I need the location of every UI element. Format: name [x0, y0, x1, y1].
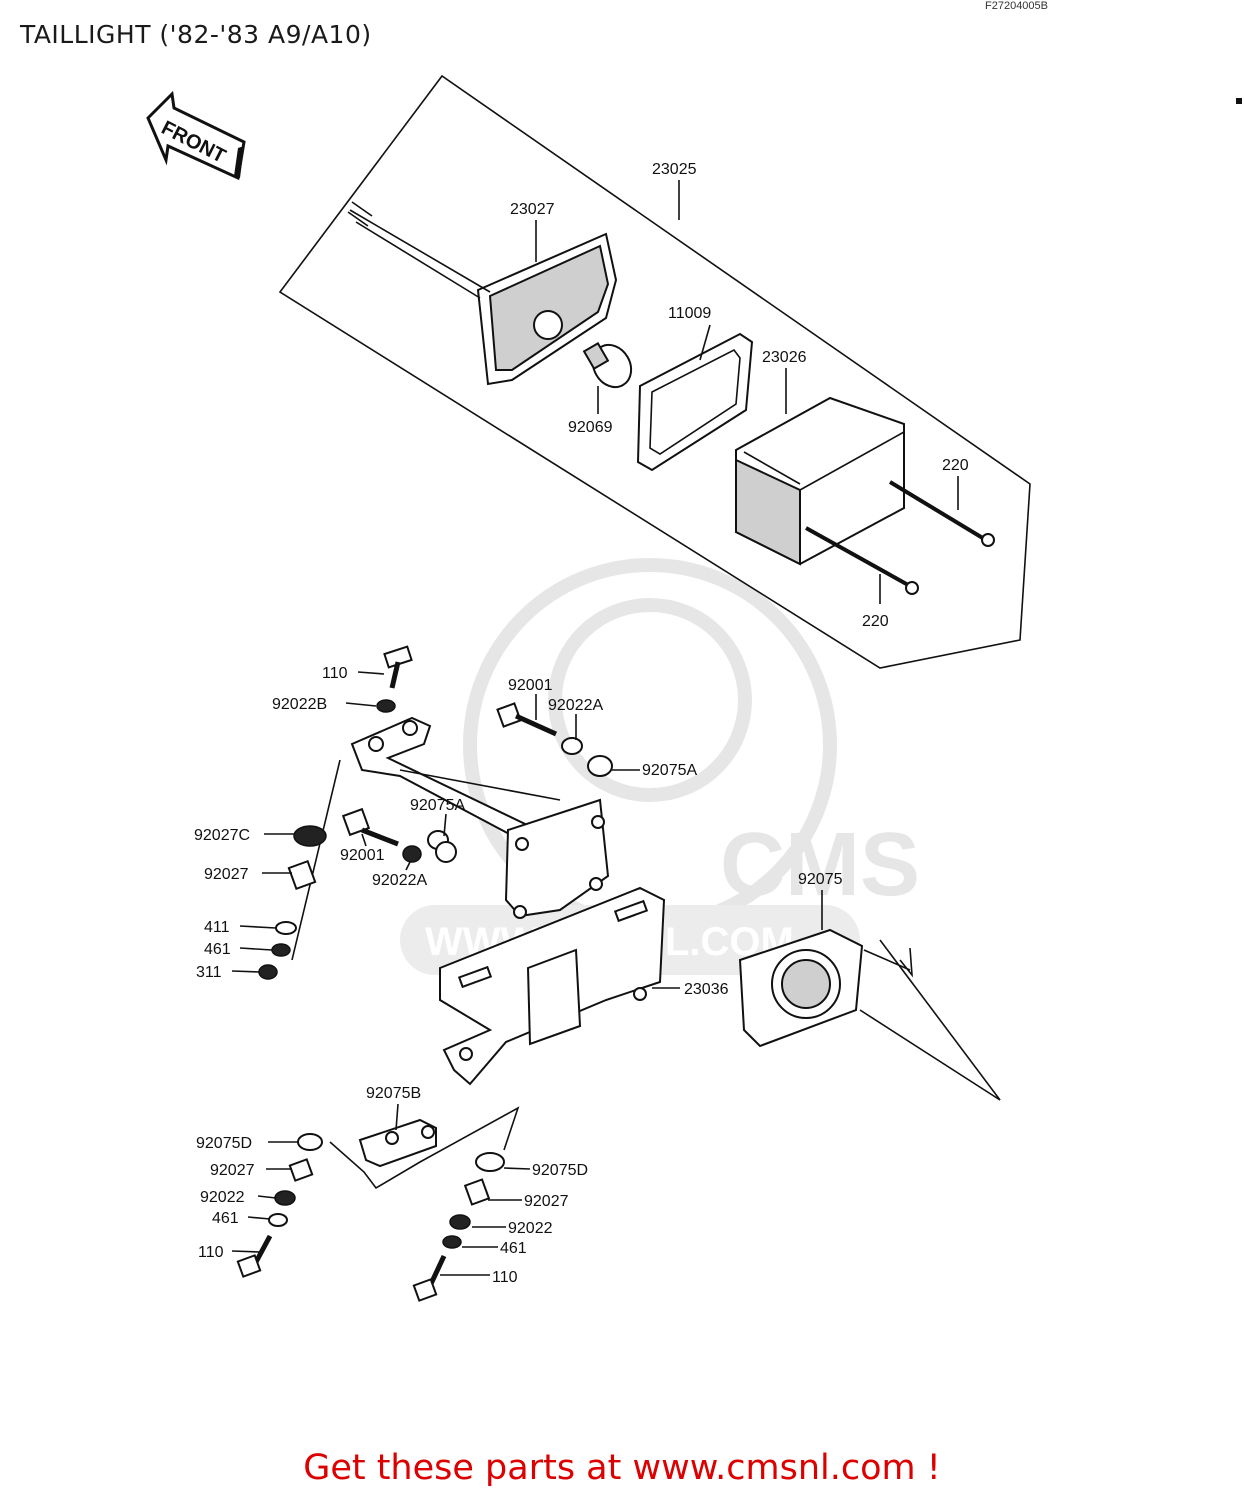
label-92001-top: 92001 [508, 677, 553, 694]
tail-lens-part [735, 396, 905, 566]
label-220-top: 220 [942, 457, 969, 474]
front-arrow-icon: FRONT [146, 90, 246, 181]
label-23025: 23025 [652, 161, 697, 178]
label-92075B: 92075B [366, 1085, 421, 1102]
watermark-logo-text: CMS [720, 815, 920, 915]
hardware-cluster-upper [258, 645, 613, 980]
label-92075D-right: 92075D [532, 1162, 588, 1179]
hardware-cluster-lower-right [412, 1152, 505, 1302]
label-110-br: 110 [492, 1269, 518, 1286]
lens-screw-part [805, 480, 995, 595]
label-92022-br: 92022 [508, 1220, 553, 1237]
label-92022-bl: 92022 [200, 1189, 245, 1206]
label-92027C: 92027C [194, 827, 250, 844]
label-411: 411 [204, 919, 230, 936]
label-92027-bl: 92027 [210, 1162, 255, 1179]
label-23026: 23026 [762, 349, 807, 366]
page-title: TAILLIGHT ('82-'83 A9/A10) [20, 20, 372, 49]
bulb-part [582, 341, 633, 389]
rear-rubber-mount-part [738, 928, 1001, 1101]
label-461-br: 461 [500, 1240, 527, 1257]
diagram-ref-code: F27204005B [985, 0, 1048, 12]
gasket-part [636, 332, 754, 472]
leader-lines [231, 180, 959, 1276]
label-92022A-top: 92022A [548, 697, 603, 714]
label-92022B: 92022B [272, 696, 327, 713]
label-92027-br: 92027 [524, 1193, 569, 1210]
label-461-bl: 461 [212, 1210, 239, 1227]
footer-cta-link[interactable]: Get these parts at www.cmsnl.com ! [303, 1448, 941, 1488]
registration-mark [1236, 98, 1242, 104]
label-11009: 11009 [668, 305, 711, 322]
label-92027-left: 92027 [204, 866, 249, 883]
part-labels: 23025 23027 11009 23026 92069 220 220 11… [194, 161, 969, 1286]
label-92075A-mid: 92075A [410, 797, 465, 814]
hardware-cluster-lower-left [236, 1133, 323, 1278]
lower-bracket-part [329, 1106, 520, 1190]
label-23036: 23036 [684, 981, 729, 998]
taillight-assembly-outline [278, 74, 1031, 669]
lamp-socket-base-part [347, 201, 618, 386]
label-110-top: 110 [322, 665, 348, 682]
label-23027: 23027 [510, 201, 555, 218]
label-311: 311 [196, 964, 222, 981]
label-92075D-left: 92075D [196, 1135, 252, 1152]
label-220-bottom: 220 [862, 613, 889, 630]
label-92075: 92075 [798, 871, 843, 888]
label-92001-mid: 92001 [340, 847, 385, 864]
label-461-left: 461 [204, 941, 231, 958]
label-92075A-right: 92075A [642, 762, 697, 779]
license-bracket-part [439, 798, 666, 1086]
label-110-bl: 110 [198, 1244, 224, 1261]
label-92022A-mid: 92022A [372, 872, 427, 889]
label-92069: 92069 [568, 419, 613, 436]
